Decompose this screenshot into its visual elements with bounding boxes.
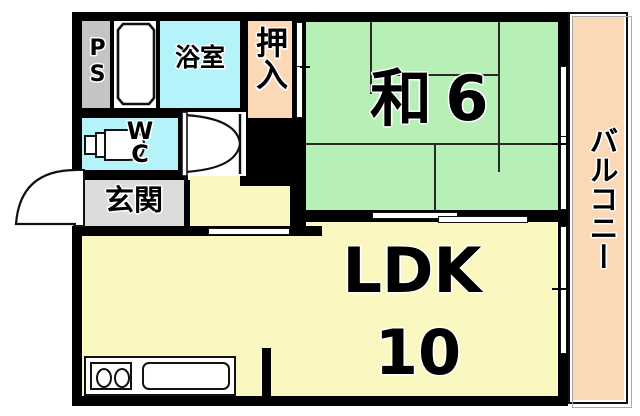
wall-bath-left: [156, 20, 160, 108]
tatami-seam-3: [370, 74, 500, 76]
room-label-closet: 押入: [251, 26, 289, 90]
sliding-door-closet-lower[interactable]: [296, 66, 303, 118]
sliding-door-tatami-ldk-right[interactable]: [438, 216, 528, 223]
room-label-ldk-name: LDK: [342, 234, 482, 307]
sliding-door-tatami-ldk-left[interactable]: [372, 212, 458, 219]
wall-tatami-left: [296, 118, 306, 222]
sliding-door-corridor-ldk[interactable]: [208, 228, 290, 235]
window-tatami-balcony[interactable]: [560, 66, 567, 140]
wall-tick-right-ldk: [552, 288, 566, 290]
room-genkan-fill: [82, 180, 186, 228]
wall-closet-left: [240, 20, 248, 120]
room-bath-fill: [160, 20, 240, 108]
room-label-wc-w: W: [126, 117, 154, 145]
wall-bottom: [72, 396, 568, 406]
wall-top-left: [72, 12, 300, 21]
tatami-seam-5: [434, 143, 436, 210]
double-swing-door-icon[interactable]: [181, 111, 246, 177]
wall-left-lower: [72, 228, 82, 406]
window-tatami-balcony-2[interactable]: [560, 136, 567, 210]
balcony-outline: [568, 12, 628, 404]
room-label-tatami-name: 和: [369, 62, 432, 135]
wall-closet-bottom: [240, 118, 306, 186]
wall-left-upper: [72, 12, 82, 178]
room-balcony-fill: [572, 16, 624, 400]
room-ldk-fill-right: [308, 222, 558, 396]
room-tatami-fill: [306, 20, 560, 210]
wall-genkan-right: [184, 180, 190, 228]
burner-right-icon: [114, 368, 130, 388]
wall-kitchen-divider: [262, 348, 271, 396]
room-label-genkan: 玄関: [104, 183, 163, 217]
wall-wc-bottom: [72, 170, 188, 180]
room-closet-fill: [246, 20, 292, 120]
toilet-icon: [84, 129, 146, 161]
wall-genkan-bottom: [72, 226, 190, 236]
tatami-seam-1: [370, 20, 372, 94]
tatami-seam-2: [498, 20, 500, 172]
burner-left-icon: [96, 368, 112, 388]
window-ldk-balcony[interactable]: [560, 226, 567, 292]
room-label-ps: PS: [85, 36, 110, 88]
room-label-balcony: バルコニー: [585, 126, 619, 271]
room-label-tatami-size: 6: [445, 62, 489, 135]
tatami-seam-4: [306, 143, 560, 145]
entrance-door-icon[interactable]: [12, 168, 88, 230]
wall-top-tatami: [296, 12, 568, 22]
room-label-ldk-size: 10: [374, 316, 462, 389]
wall-corridor-right: [290, 186, 306, 232]
wall-tick-left-tatami: [300, 66, 310, 68]
bathtub-icon: [116, 22, 156, 106]
room-ps-fill: [82, 20, 110, 108]
wall-bath-bottom: [72, 108, 248, 118]
room-label-wc-c: C: [131, 140, 149, 168]
balcony-outline-shadow: [572, 16, 632, 408]
sliding-door-closet-upper[interactable]: [296, 22, 303, 72]
wall-tick-right-tatami: [552, 143, 566, 145]
sink-icon: [142, 362, 230, 390]
wall-ps-right: [110, 20, 114, 108]
window-ldk-balcony-2[interactable]: [560, 288, 567, 354]
room-label-bath: 浴室: [174, 43, 225, 72]
wall-wc-right: [178, 112, 184, 172]
